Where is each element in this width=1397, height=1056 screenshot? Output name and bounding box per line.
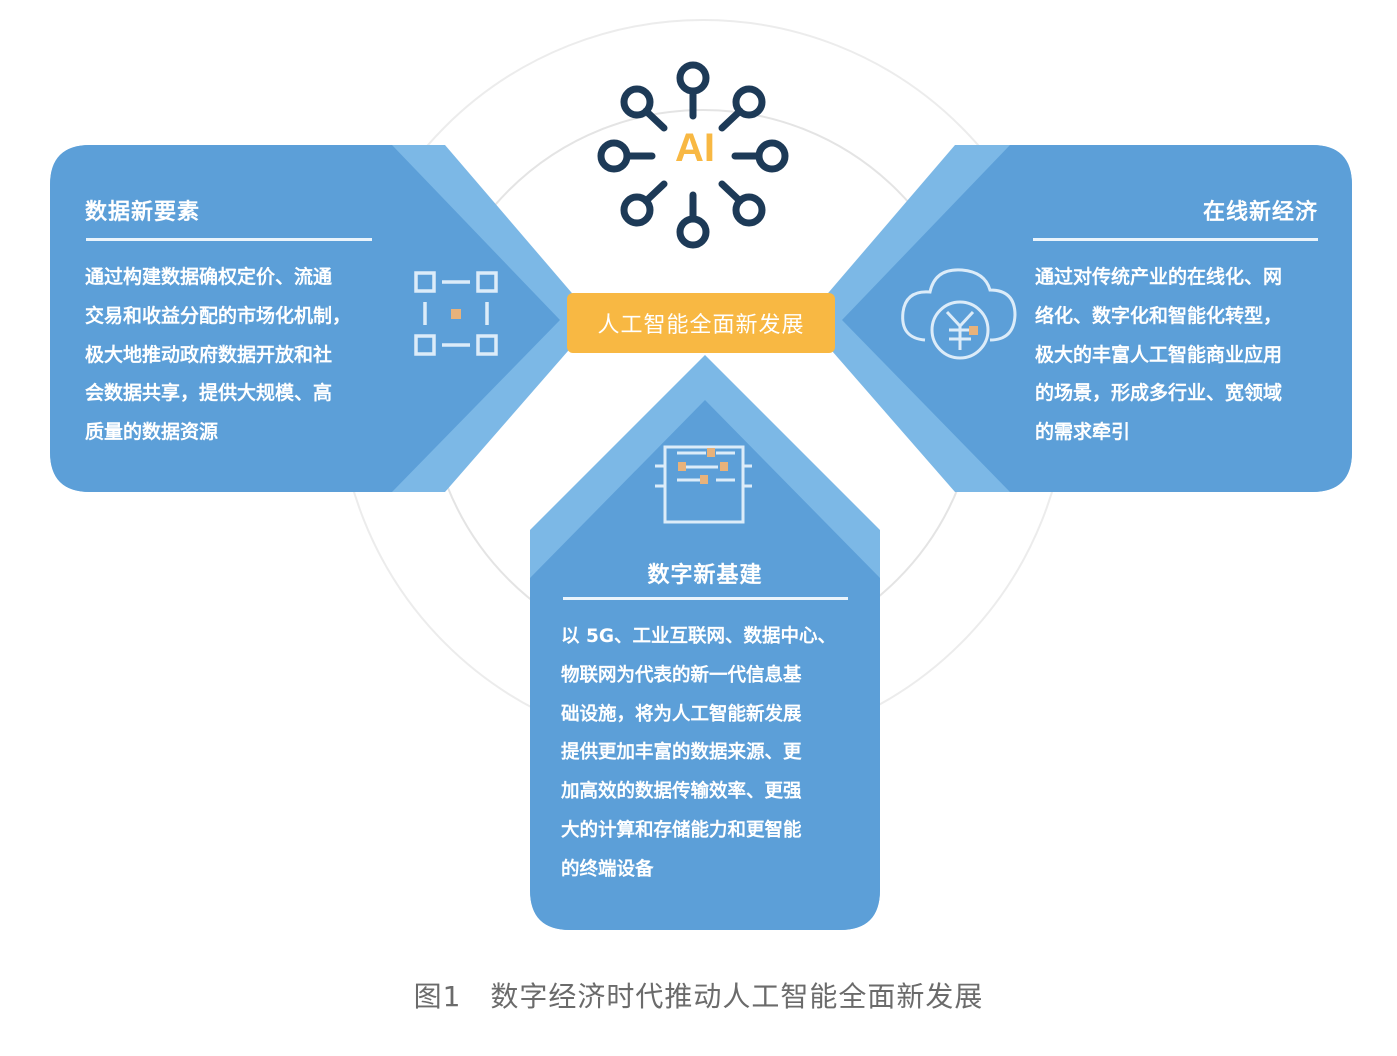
- body-line: 物联网为代表的新一代信息基: [561, 664, 802, 686]
- body-line: 的需求牵引: [1035, 421, 1131, 444]
- left-panel-divider: [86, 238, 372, 241]
- right-panel-divider: [1033, 238, 1318, 241]
- bottom-panel-body: 以 5G、工业互联网、数据中心、 物联网为代表的新一代信息基 础设施，将为人工智…: [561, 618, 836, 890]
- body-line: 加高效的数据传输效率、更强: [561, 781, 802, 803]
- bottom-panel-divider: [563, 597, 848, 600]
- left-panel-shape: [50, 145, 595, 492]
- cloud-yuan-icon: [901, 268, 1017, 360]
- body-line: 极大的丰富人工智能商业应用: [1035, 343, 1283, 366]
- bottom-panel-shape: [530, 355, 880, 930]
- body-line: 会数据共享，提供大规模、高: [85, 382, 333, 405]
- body-line: 极大地推动政府数据开放和社: [85, 343, 333, 366]
- ai-label: AI: [675, 126, 715, 170]
- right-panel-shape: [805, 145, 1352, 492]
- figure-caption: 图1 数字经济时代推动人工智能全面新发展: [413, 980, 984, 1013]
- network-nodes-icon: [414, 271, 498, 356]
- body-line: 础设施，将为人工智能新发展: [561, 703, 802, 725]
- body-line: 大的计算和存储能力和更智能: [561, 819, 802, 841]
- right-panel-body: 通过对传统产业的在线化、网 络化、数字化和智能化转型， 极大的丰富人工智能商业应…: [1035, 258, 1282, 452]
- body-line: 通过构建数据确权定价、流通: [85, 266, 333, 288]
- left-panel-body: 通过构建数据确权定价、流通 交易和收益分配的市场化机制， 极大地推动政府数据开放…: [85, 258, 351, 452]
- body-line: 提供更加丰富的数据来源、更: [561, 742, 802, 764]
- bottom-panel-title: 数字新基建: [647, 563, 763, 588]
- ai-network-icon: [597, 61, 789, 249]
- body-line: 的场景，形成多行业、宽领域: [1035, 382, 1283, 405]
- body-line: 以 5G、工业互联网、数据中心、: [561, 626, 836, 647]
- body-line: 的终端设备: [561, 858, 654, 880]
- body-line: 通过对传统产业的在线化、网: [1035, 266, 1283, 288]
- circuit-board-icon: [655, 445, 752, 524]
- left-panel-title: 数据新要素: [85, 200, 201, 225]
- right-panel-title: 在线新经济: [1202, 200, 1318, 225]
- body-line: 质量的数据资源: [85, 421, 219, 444]
- central-theme-label: 人工智能全面新发展: [567, 293, 835, 353]
- body-line: 交易和收益分配的市场化机制，: [85, 304, 352, 327]
- body-line: 络化、数字化和智能化转型，: [1035, 304, 1283, 327]
